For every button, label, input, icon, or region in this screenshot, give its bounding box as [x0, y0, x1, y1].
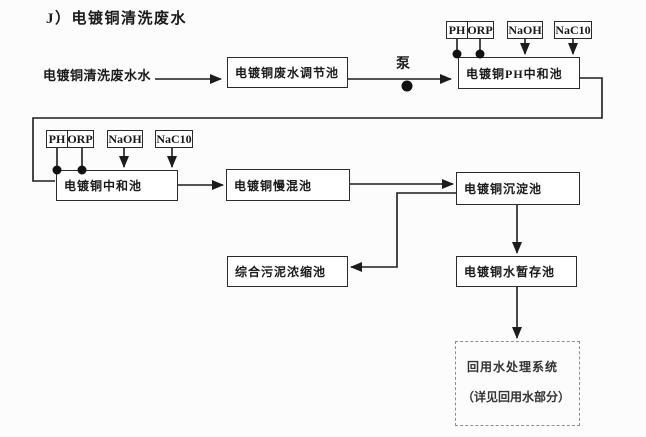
naoh-dosing-box-1: NaOH [507, 21, 543, 39]
node-ph-neutral-tank: 电镀铜PH中和池 [458, 57, 580, 89]
reuse-system-note: （详见回用水部分） [462, 390, 571, 404]
node-neutral-tank: 电镀铜中和池 [56, 170, 178, 201]
ph-probe-box-1: PH [446, 21, 468, 39]
naclo-dosing-box-2: NaC10 [155, 130, 193, 148]
diagram-title: J）电镀铜清洗废水 [46, 11, 188, 27]
source-water-label: 电镀铜清洗废水水 [43, 68, 152, 83]
pump-dot [401, 80, 413, 92]
reuse-system-title: 回用水处理系统 [467, 360, 559, 374]
sludge-line-sediment-to-thickener [350, 192, 456, 272]
orp-probe-box-1: ORP [466, 21, 494, 39]
ph-probe-box-2: PH [46, 130, 68, 148]
orp-probe-box-2: ORP [66, 130, 94, 148]
node-sludge-thickener: 综合污泥浓缩池 [227, 256, 348, 287]
naclo-dosing-box-1: NaC10 [554, 21, 592, 39]
node-reuse-system: 回用水处理系统 （详见回用水部分） [455, 341, 580, 426]
pump-label: 泵 [396, 57, 411, 72]
node-water-storage-tank: 电镀铜水暂存池 [456, 256, 577, 287]
node-sediment-tank: 电镀铜沉淀池 [456, 172, 580, 205]
naoh-dosing-box-2: NaOH [107, 130, 143, 148]
node-adjust-tank: 电镀铜废水调节池 [227, 57, 348, 88]
node-slow-mix-tank: 电镀铜慢混池 [226, 169, 350, 201]
